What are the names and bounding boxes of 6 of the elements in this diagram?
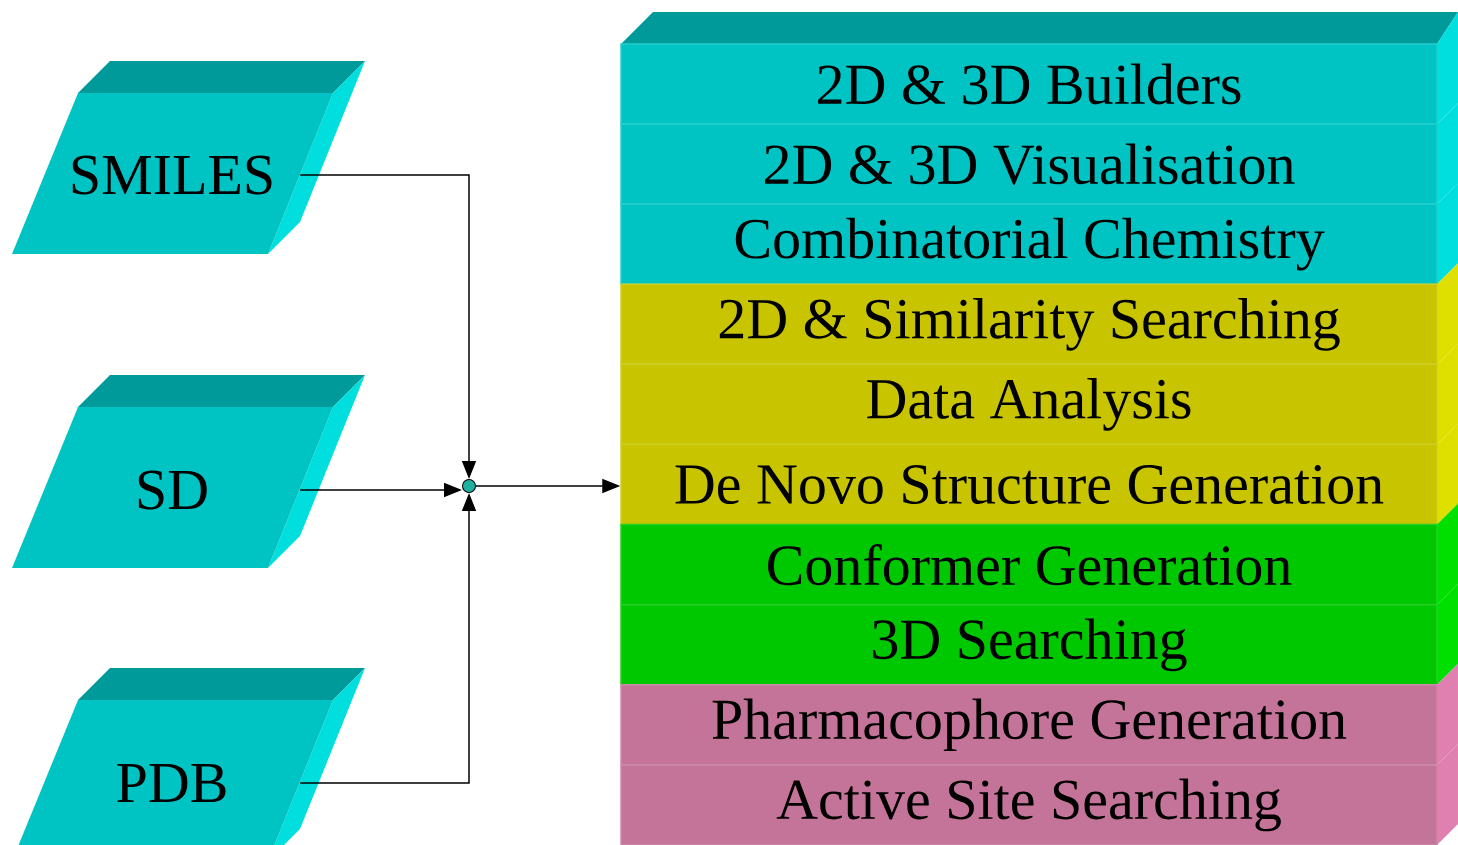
input-parallelogram: PDB <box>12 668 365 845</box>
input-parallelogram: SMILES <box>12 61 365 254</box>
module-band: Conformer Generation <box>620 503 1458 606</box>
node-label: Active Site Searching <box>776 778 1281 832</box>
module-band: 2D & 3D Builders <box>620 12 1458 125</box>
input-parallelogram: SD <box>12 375 365 568</box>
